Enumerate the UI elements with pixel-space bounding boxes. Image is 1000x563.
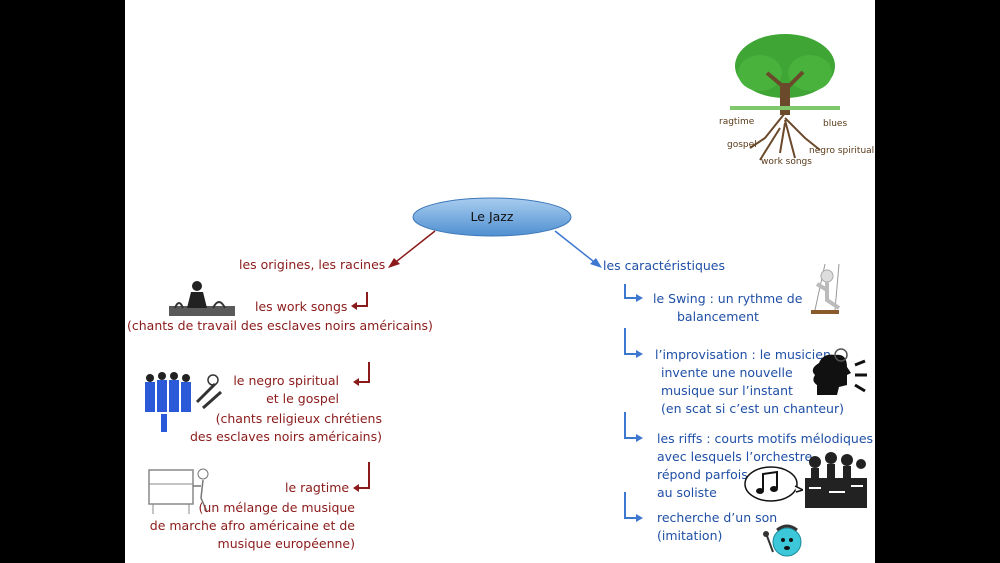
spiritual-desc-1: (chants religieux chrétiens	[215, 411, 382, 426]
swing-line-2: balancement	[677, 309, 759, 324]
swing-line-1: le Swing : un rythme de	[653, 291, 803, 306]
tree-root-label: work songs	[761, 157, 812, 167]
branch-arrow-icon	[624, 412, 643, 442]
tree-root-label: gospel	[727, 140, 757, 150]
spiritual-label-2: et le gospel	[266, 391, 339, 406]
tree-root-label: blues	[823, 119, 848, 129]
ragtime-desc-2: de marche afro américaine et de	[149, 518, 355, 533]
gospel-choir-image	[145, 372, 222, 432]
music-note-bubble-icon	[744, 466, 803, 502]
improv-line-1: l’improvisation : le musicien	[655, 347, 831, 362]
slide: ragtime blues gospel negro spiritual wor…	[125, 0, 875, 563]
riffs-line-1: les riffs : courts motifs mélodiques	[657, 431, 874, 446]
left-branch-arrow	[388, 230, 436, 268]
center-bubble-shape	[412, 197, 572, 237]
improv-line-2: invente une nouvelle	[661, 365, 793, 380]
ragtime-desc-3: musique européenne)	[217, 536, 355, 551]
work-songs-image	[169, 281, 235, 316]
right-branch-arrow	[554, 230, 602, 268]
branch-arrow-icon	[624, 284, 643, 302]
branch-arrow-icon	[624, 492, 643, 522]
ragtime-piano-image	[148, 468, 209, 514]
riffs-line-3: répond parfois	[657, 467, 748, 482]
riffs-line-4: au soliste	[657, 485, 717, 500]
improv-line-4: (en scat si c’est un chanteur)	[661, 401, 844, 416]
center-bubble-label: Le Jazz	[470, 209, 514, 224]
work-songs-desc: (chants de travail des esclaves noirs am…	[127, 318, 433, 333]
tree-root-label: negro spiritual	[809, 146, 875, 156]
return-arrow-icon	[353, 362, 370, 386]
tree-icon	[730, 34, 840, 161]
sound-line-2: (imitation)	[657, 528, 723, 543]
work-songs-label: les work songs	[255, 299, 348, 314]
swing-image	[811, 263, 841, 314]
ragtime-desc-1: (un mélange de musique	[198, 500, 355, 515]
spiritual-desc-2: des esclaves noirs américains)	[189, 429, 382, 444]
spiritual-label-1: le negro spiritual	[233, 373, 339, 388]
head-lightbulb-icon	[812, 348, 867, 395]
characteristics-title: les caractéristiques	[603, 258, 726, 273]
tree-root-label: ragtime	[719, 117, 755, 127]
origins-title: les origines, les racines	[239, 257, 386, 272]
orchestra-image	[805, 452, 867, 508]
singer-character-icon	[763, 524, 802, 557]
return-arrow-icon	[353, 462, 370, 492]
return-arrow-icon	[351, 292, 368, 310]
improv-line-3: musique sur l’instant	[661, 383, 793, 398]
ragtime-label: le ragtime	[285, 480, 350, 495]
sound-line-1: recherche d’un son	[657, 510, 778, 525]
riffs-line-2: avec lesquels l’orchestre	[657, 449, 813, 464]
branch-arrow-icon	[624, 328, 643, 358]
